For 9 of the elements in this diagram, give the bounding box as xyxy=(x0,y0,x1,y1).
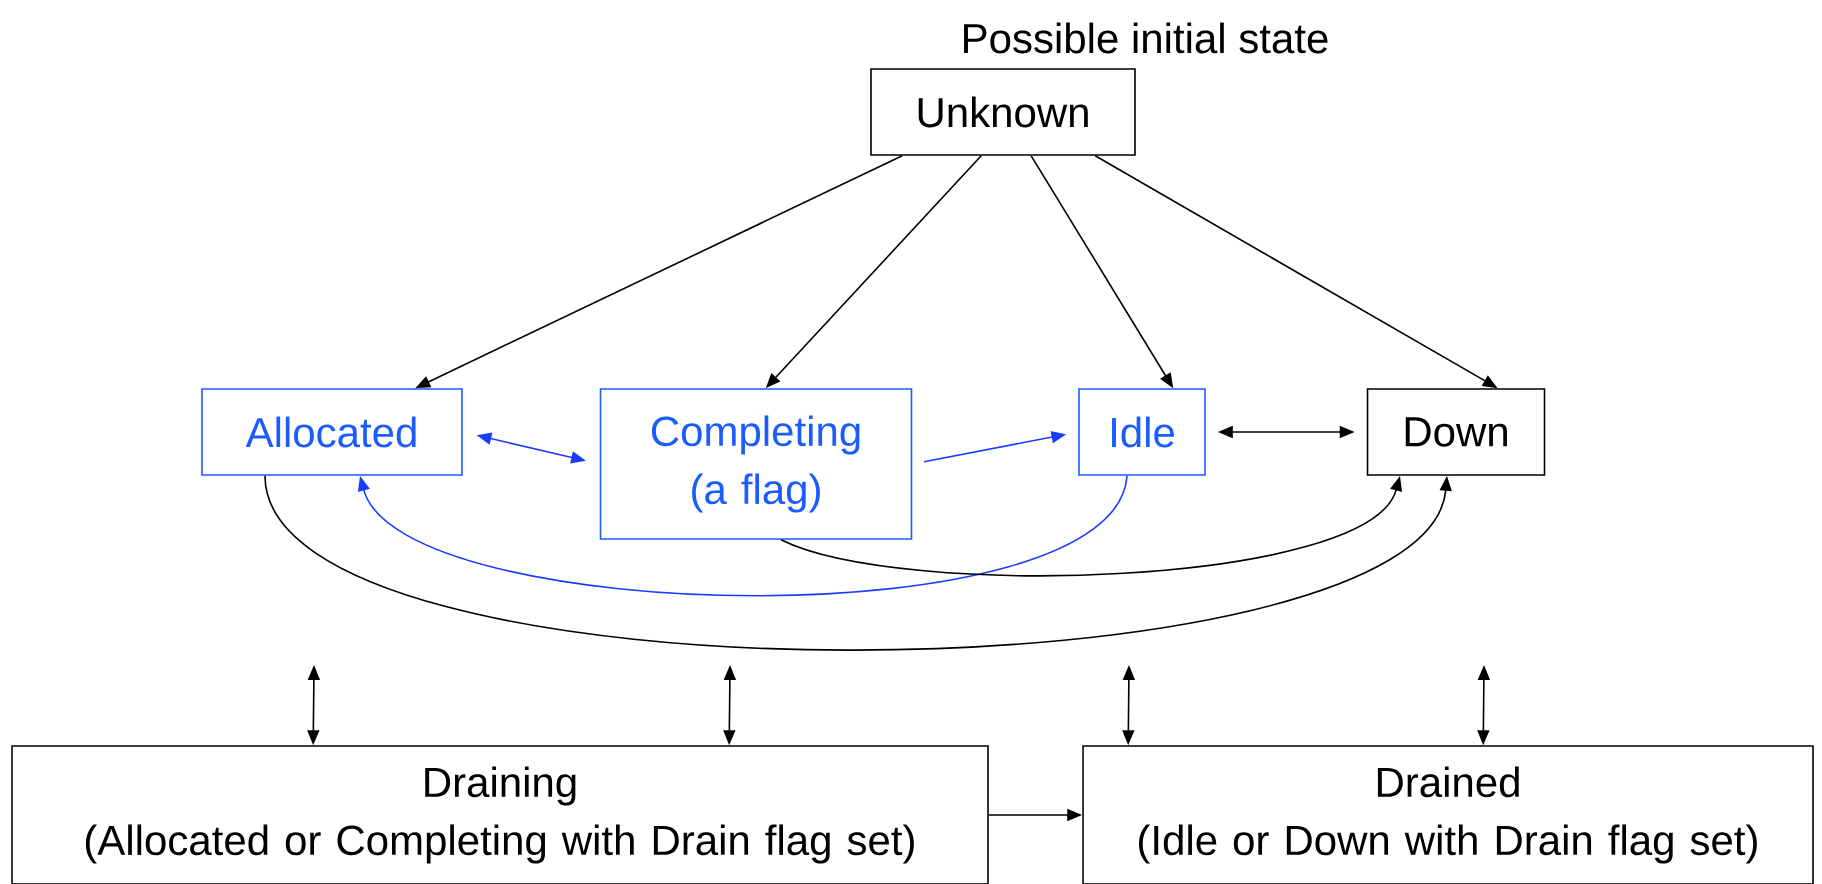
state-box: Unknown xyxy=(870,68,1136,156)
state-box: Down xyxy=(1366,388,1546,476)
curved-arrow xyxy=(357,475,1128,597)
state-box: Completing (a flag) xyxy=(599,388,913,540)
state-box: Allocated xyxy=(201,388,463,476)
state-box: Drained (Idle or Down with Drain flag set) xyxy=(1082,745,1814,884)
state-box: Idle xyxy=(1078,388,1206,476)
heading-text: Possible initial state xyxy=(964,22,1328,54)
state-box: Draining (Allocated or Completing with Drain flag set) xyxy=(11,745,989,884)
